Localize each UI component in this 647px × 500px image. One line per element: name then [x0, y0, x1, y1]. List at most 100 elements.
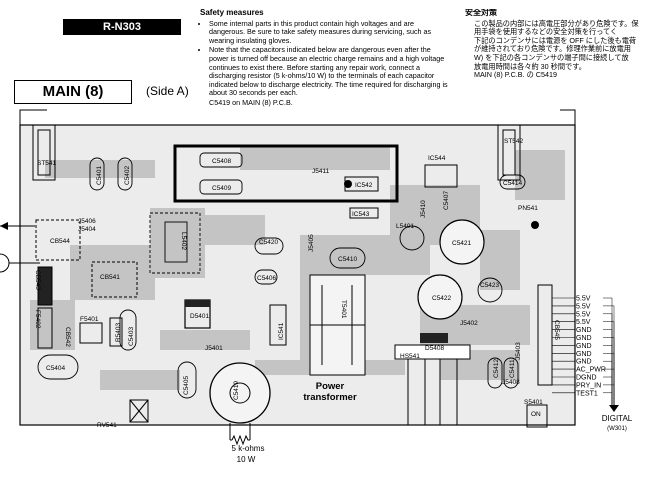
safety-measures-jp: 安全対策 この製品の内部には高電圧部分があり危険です。保用手袋を使用するなどの安…: [465, 9, 645, 80]
pn541-dot: [531, 221, 539, 229]
label-c5408: C5408: [212, 158, 232, 165]
st541-connector: [32, 124, 56, 181]
label-r5403: R5403: [115, 322, 122, 342]
safety-bullet-2: Note that the capacitors indicated below…: [209, 46, 450, 98]
c5403-body: [119, 309, 137, 351]
left-connector-circle: [0, 253, 10, 273]
safety-jp-bullet-1: この製品の内部には高電圧部分があり危険です。保用手袋を使用するなどの安全対策を行…: [474, 19, 645, 37]
cb541-body: [91, 261, 138, 298]
label-c5412: C5412: [493, 358, 500, 378]
power-transformer-label-1: Power: [316, 381, 345, 392]
f5402-body: [37, 307, 53, 349]
safety-title-jp: 安全対策: [465, 9, 497, 17]
pin-label: 5.5V: [576, 303, 591, 310]
label-c5405: C5405: [183, 375, 190, 395]
pin-label: TEST1: [576, 390, 598, 397]
label-c5409: C5409: [212, 185, 232, 192]
t5401-transformer: [309, 274, 366, 376]
c5421-body: [439, 219, 485, 265]
pin-label: 5.5V: [576, 296, 591, 303]
pin-fan-line: [603, 384, 615, 405]
label-cb545: CB545: [553, 320, 560, 340]
ic543-body: [349, 207, 379, 219]
label-c5421: C5421: [452, 240, 472, 247]
board-side-label: (Side A): [146, 84, 189, 98]
l5402-inductor: [149, 212, 201, 274]
digital-arrow: [609, 405, 619, 412]
label-f5402: F5402: [34, 310, 41, 329]
label-c5411: C5411: [509, 359, 516, 378]
label-ic541: IC541: [278, 322, 285, 340]
label-ic544: IC544: [428, 155, 446, 162]
label-st542: ST542: [504, 138, 524, 145]
resistor-symbol: [231, 434, 250, 446]
rv541-body: [129, 399, 149, 423]
c5414-body: [499, 174, 526, 190]
label-c5419: C5419: [233, 380, 240, 400]
pin-label: AC_PWR: [576, 367, 606, 374]
digital-connector-lines: [552, 297, 619, 412]
label-c5403: C5403: [128, 326, 135, 346]
label-j5410: J5410: [420, 200, 427, 218]
label-d5401: D5401: [190, 313, 210, 320]
pin-fan-line: [603, 305, 615, 405]
c5402-body: [117, 157, 133, 191]
c5404-body: [37, 354, 79, 380]
label-hs541: HS541: [400, 353, 420, 360]
safety-jp-bullet-3: MAIN (8) P.C.B. の C5419: [474, 70, 557, 80]
label-rv541: RV541: [97, 422, 117, 429]
safety-measures-en: Safety measures Some internal parts in t…: [200, 8, 450, 108]
c5423-body: [477, 277, 503, 303]
label-j5405: J5405: [308, 234, 315, 252]
label-j5401: J5401: [205, 345, 223, 352]
highlight-box: [173, 144, 399, 203]
c5410-body: [329, 247, 366, 269]
hs541-heatsink: [394, 344, 471, 425]
pin-label: GND: [576, 359, 592, 366]
resistor-label-1: 5 k-ohms: [232, 444, 265, 453]
c5408-body: [199, 152, 243, 168]
power-transformer-label-2: transformer: [303, 392, 357, 403]
digital-ref: (W301): [607, 426, 627, 432]
cb543-body: [37, 266, 53, 306]
label-cb543: CB543: [34, 270, 41, 290]
label-t5401: T5401: [340, 300, 347, 319]
digital-label: DIGITAL: [602, 414, 633, 423]
label-cb544: CB544: [50, 238, 70, 245]
ic544-body: [424, 164, 458, 188]
pin-fan-line: [603, 376, 613, 405]
c5419-inner: [229, 382, 251, 404]
label-on: ON: [531, 411, 541, 418]
cb544-body: [35, 219, 81, 261]
pin-fan-line: [603, 321, 615, 405]
label-j5404: J5404: [78, 226, 96, 233]
label-c5407: C5407: [443, 190, 450, 210]
model-badge: R-N303: [63, 19, 181, 35]
safety-title-en: Safety measures: [200, 8, 264, 17]
pin-label: GND: [576, 351, 592, 358]
c5422-body: [417, 274, 463, 320]
label-c5401: C5401: [96, 165, 103, 185]
pin-fan-line: [603, 392, 613, 405]
c5419-body: [209, 362, 271, 424]
pin-label: DGND: [576, 375, 597, 382]
s5401-body: [526, 404, 548, 428]
pin-label: PRY_IN: [576, 382, 601, 389]
c5405-body: [177, 361, 197, 399]
label-l5401: L5401: [396, 223, 414, 230]
label-d5408: D5408: [425, 345, 445, 352]
label-cb542: CB542: [64, 327, 71, 347]
pin-fan-line: [603, 368, 615, 405]
label-c5420: C5420: [259, 239, 279, 246]
pin-fan-line: [603, 345, 613, 405]
l5401-body: [399, 225, 425, 251]
label-j5408: J5408: [502, 379, 520, 386]
label-ic542: IC542: [355, 182, 373, 189]
board-tabs: [19, 109, 576, 125]
label-st541: ST541: [37, 160, 57, 167]
label-c5422: C5422: [432, 295, 452, 302]
safety-jp-bullet-2: 下記のコンデンサには電源を OFF にした後も電荷が維持されており危険です。修理…: [474, 36, 645, 71]
rv541-cross-b: [129, 399, 149, 423]
r5403-body: [109, 317, 123, 347]
